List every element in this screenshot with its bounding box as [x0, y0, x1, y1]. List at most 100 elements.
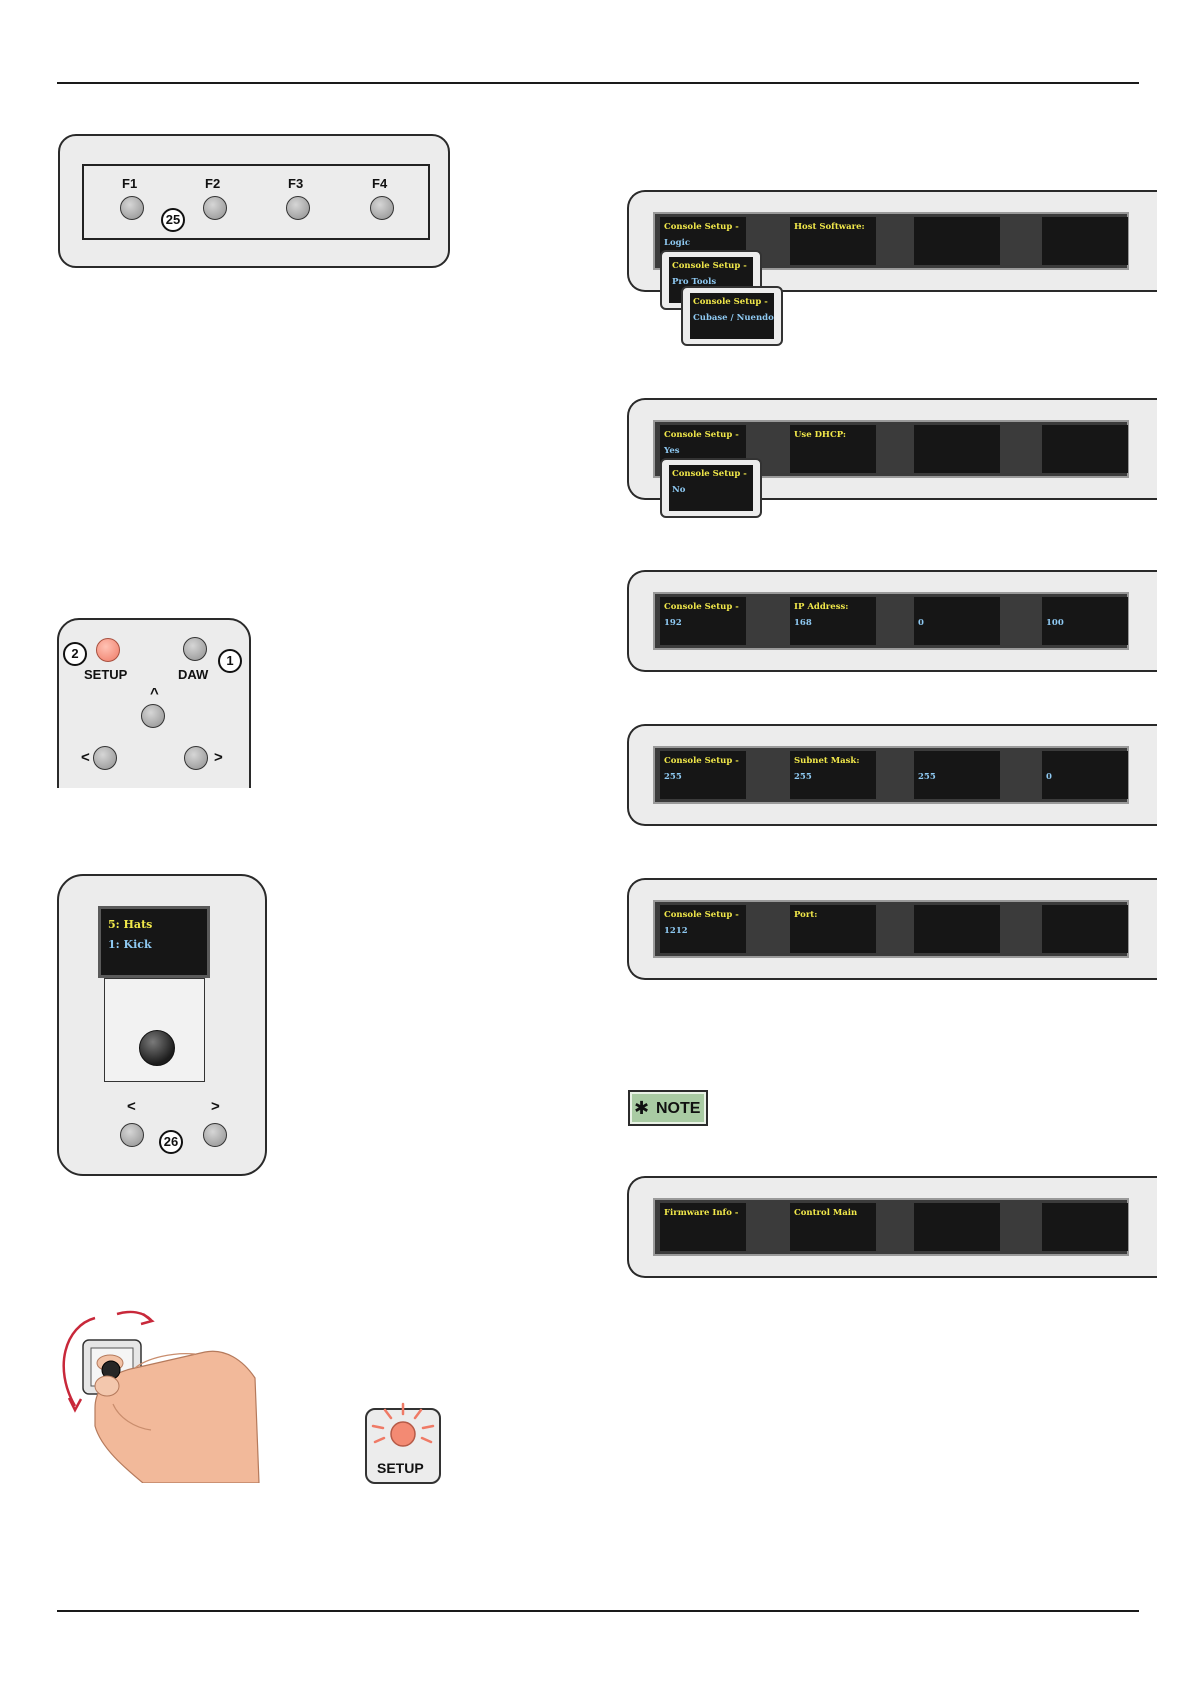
lcd-cell: 0 [1042, 751, 1128, 799]
daw-button[interactable] [183, 637, 207, 661]
f4-label: F4 [372, 176, 388, 191]
setup-button-flashing-label: SETUP [377, 1460, 424, 1476]
lcd-cell-bottom-text: 0 [918, 618, 924, 628]
footer-rule [57, 1610, 1139, 1612]
lcd-cell-top-text: Host Software: [794, 222, 865, 232]
lcd-cell [1042, 905, 1128, 953]
function-keys-frame [82, 164, 430, 240]
f2-label: F2 [205, 176, 221, 191]
navigation-panel-body [57, 618, 251, 788]
f3-label: F3 [288, 176, 304, 191]
lcd-cell: Console Setup -255 [660, 751, 746, 799]
navigation-panel: SETUP DAW 2 1 ^ < > [57, 618, 253, 788]
f3-button[interactable] [286, 196, 310, 220]
lcd-cell: Use DHCP: [790, 425, 876, 473]
lcd-panel-subnet: Console Setup -255 Subnet Mask: 255 255 0 [627, 724, 1157, 826]
left-button[interactable] [93, 746, 117, 770]
callout-25: 25 [161, 208, 185, 232]
right-button[interactable] [184, 746, 208, 770]
lcd-cell [914, 905, 1000, 953]
lcd-cell-top-text: IP Address: [794, 602, 849, 612]
lcd-popup-dhcp: Console Setup - No [660, 458, 762, 518]
lcd-cell: 100 [1042, 597, 1128, 645]
lcd-strip-ip: Console Setup - 192 IP Address: 168 0 100 [653, 592, 1129, 650]
lcd-cell-top-text: Console Setup - [664, 910, 739, 920]
lcd-cell: IP Address: 168 [790, 597, 876, 645]
lcd-cell-top-text: Use DHCP: [794, 430, 846, 440]
right-arrow-label: > [214, 749, 223, 766]
lcd-panel-firmware: Firmware Info - Control Main [627, 1176, 1157, 1278]
lcd-panel-dhcp: Console Setup - Yes Use DHCP: [627, 398, 1157, 500]
lcd-cell-bottom-text: 168 [794, 618, 812, 628]
encoder-knob[interactable] [139, 1030, 175, 1066]
lcd-cell-bottom-text: 255 [664, 772, 682, 782]
encoder-left-button[interactable] [120, 1123, 144, 1147]
lcd-cell: Subnet Mask: 255 [790, 751, 876, 799]
lcd-cell-top-text: Console Setup - [664, 222, 739, 232]
f2-button[interactable] [203, 196, 227, 220]
lcd-popup-bottom-text: Cubase / Nuendo [693, 313, 774, 323]
f4-button[interactable] [370, 196, 394, 220]
lcd-cell-bottom-text: Yes [664, 446, 680, 456]
lcd-popup-top-text: Console Setup - [672, 469, 747, 479]
up-button[interactable] [141, 704, 165, 728]
setup-button[interactable] [96, 638, 120, 662]
lcd-cell-bottom-text: 100 [1046, 618, 1064, 628]
lcd-popup-display: Console Setup - Cubase / Nuendo [690, 293, 774, 339]
lcd-cell-top-text: Console Setup - [664, 602, 739, 612]
lcd-cell-top-text: Port: [794, 910, 818, 920]
daw-label: DAW [178, 667, 209, 682]
setup-label: SETUP [84, 667, 128, 682]
lcd-cell-bottom-text: Logic [664, 238, 690, 248]
callout-1: 1 [218, 649, 242, 673]
f1-button[interactable] [120, 196, 144, 220]
lcd-cell-top-text: Console Setup - [664, 430, 739, 440]
encoder-display: 5: Hats 1: Kick [98, 906, 210, 978]
lcd-strip-port: Console Setup - 1212 Port: [653, 900, 1129, 958]
flash-rays-icon [371, 1402, 435, 1447]
lcd-cell [1042, 217, 1128, 265]
lcd-strip-subnet: Console Setup -255 Subnet Mask: 255 255 0 [653, 746, 1129, 804]
note-badge: ✱ NOTE [628, 1090, 708, 1126]
lcd-popup-display: Console Setup - No [669, 465, 753, 511]
lcd-cell [914, 1203, 1000, 1251]
hand-turning-encoder-illustration [62, 1310, 260, 1483]
lcd-cell-bottom-text: 255 [918, 772, 936, 782]
lcd-cell [1042, 425, 1128, 473]
lcd-cell: Port: [790, 905, 876, 953]
lcd-panel-ip: Console Setup - 192 IP Address: 168 0 100 [627, 570, 1157, 672]
lcd-cell: 0 [914, 597, 1000, 645]
callout-26: 26 [159, 1130, 183, 1154]
encoder-display-line-2: 1: Kick [108, 938, 152, 951]
lcd-popup-top-text: Console Setup - [672, 261, 747, 271]
lcd-cell-top-text: Firmware Info - [664, 1208, 739, 1218]
callout-2: 2 [63, 642, 87, 666]
lcd-cell-bottom-text: 1212 [664, 926, 688, 936]
lcd-cell: Console Setup - 1212 [660, 905, 746, 953]
lcd-popup-top-text: Console Setup - [693, 297, 768, 307]
lcd-cell: 255 [914, 751, 1000, 799]
lcd-cell-top-text: Control Main [794, 1208, 858, 1218]
lcd-popup-host: Console Setup - Cubase / Nuendo [681, 286, 783, 346]
lcd-popup-bottom-text: No [672, 485, 686, 495]
lcd-cell-bottom-text: 255 [794, 772, 812, 782]
lcd-cell-top-text: Subnet Mask: [794, 756, 860, 766]
header-rule [57, 82, 1139, 84]
lcd-cell: Host Software: [790, 217, 876, 265]
f1-label: F1 [122, 176, 138, 191]
up-arrow-label: ^ [150, 685, 159, 702]
lcd-cell [1042, 1203, 1128, 1251]
encoder-right-button[interactable] [203, 1123, 227, 1147]
note-label: NOTE [656, 1100, 701, 1117]
lcd-panel-port: Console Setup - 1212 Port: [627, 878, 1157, 980]
setup-button-flashing-illustration[interactable]: SETUP [365, 1402, 441, 1484]
lcd-popup-bottom-text: Pro Tools [672, 277, 717, 287]
encoder-right-label: > [211, 1098, 220, 1115]
lcd-cell-bottom-text: 0 [1046, 772, 1052, 782]
lcd-cell-bottom-text: 192 [664, 618, 682, 628]
function-keys-panel: F1 F2 F3 F4 25 [58, 134, 450, 268]
encoder-left-label: < [127, 1098, 136, 1115]
lcd-strip-firmware: Firmware Info - Control Main [653, 1198, 1129, 1256]
encoder-panel: 5: Hats 1: Kick < > 26 [57, 874, 267, 1176]
asterisk-icon: ✱ [634, 1098, 650, 1118]
